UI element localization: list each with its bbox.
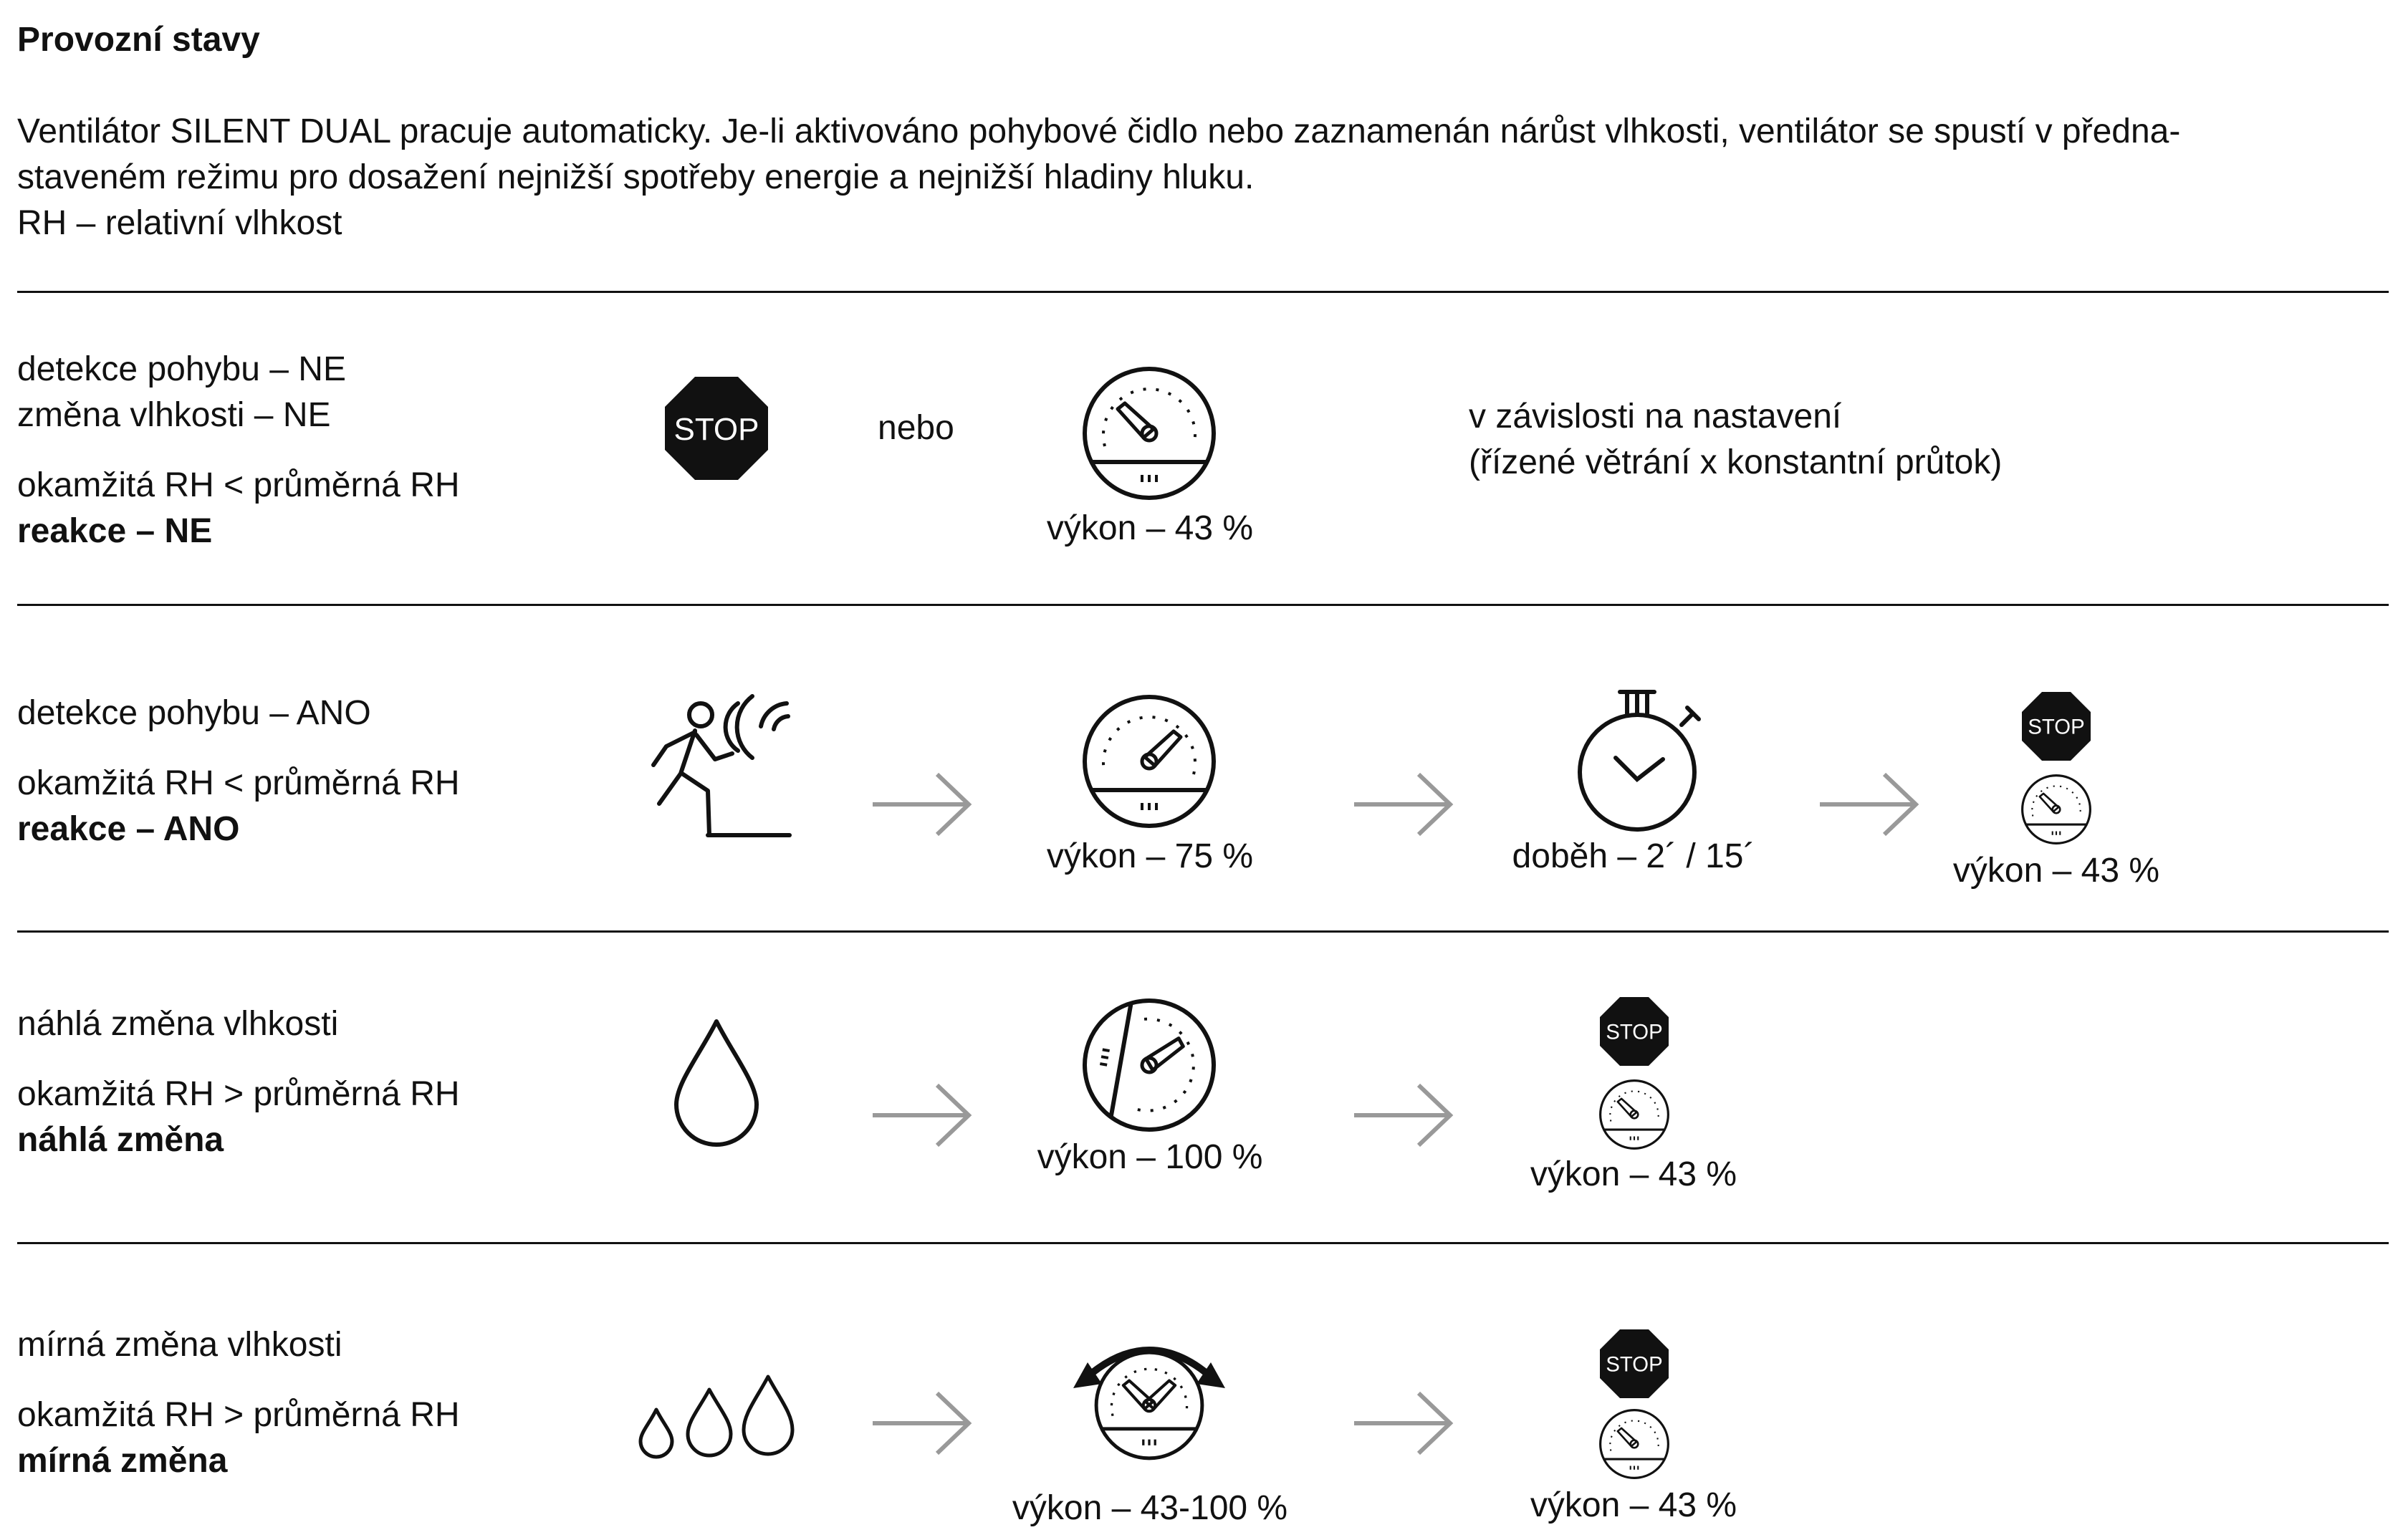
speed-gauge-icon (1081, 365, 1217, 501)
row-condition-1: detekce pohybu – ANO (17, 694, 371, 732)
stopwatch-icon (1578, 690, 1701, 832)
intro-text: Ventilátor SILENT DUAL pracuje automatic… (17, 109, 2382, 246)
arrow-right-icon (873, 772, 973, 837)
arrow-right-icon (873, 1391, 973, 1455)
final-power-label: výkon – 43 % (1530, 1155, 1737, 1193)
or-label: nebo (878, 409, 954, 447)
power-label: výkon – 100 % (1037, 1138, 1263, 1176)
svg-text:STOP: STOP (673, 412, 759, 447)
divider (17, 604, 2389, 606)
three-drops-icon (638, 1375, 795, 1459)
row-reaction: mírná změna (17, 1442, 228, 1480)
motion-detection-icon (651, 694, 792, 837)
divider (17, 291, 2389, 293)
stop-sign-icon: STOP (2022, 692, 2091, 761)
svg-text:STOP: STOP (2028, 716, 2084, 739)
row-reaction: reakce – ANO (17, 810, 240, 848)
speed-gauge-icon (2021, 774, 2091, 844)
final-power-label: výkon – 43 % (1952, 852, 2160, 890)
speed-gauge-icon (1081, 997, 1217, 1133)
speed-gauge-icon (1093, 1349, 1205, 1461)
row-reaction: náhlá změna (17, 1121, 224, 1159)
speed-gauge-icon (1081, 693, 1217, 829)
speed-gauge-icon (1599, 1079, 1669, 1150)
stop-sign-icon: STOP (665, 377, 768, 480)
svg-text:STOP: STOP (1606, 1021, 1662, 1044)
arrow-right-icon (1354, 1391, 1454, 1455)
note-line-2: (řízené větrání x konstantní průtok) (1469, 443, 2003, 481)
power-label: výkon – 43-100 % (1012, 1489, 1288, 1527)
svg-text:STOP: STOP (1606, 1353, 1662, 1377)
intro-line-3: RH – relativní vlhkost (17, 204, 342, 242)
row-reaction: reakce – NE (17, 512, 213, 550)
power-label: výkon – 75 % (1046, 837, 1254, 875)
page-title: Provozní stavy (17, 21, 260, 59)
row-comparison: okamžitá RH > průměrná RH (17, 1075, 460, 1113)
row-comparison: okamžitá RH < průměrná RH (17, 466, 460, 504)
stop-sign-icon: STOP (1600, 997, 1669, 1066)
stop-sign-icon: STOP (1600, 1329, 1669, 1398)
divider (17, 1242, 2389, 1244)
note-line-1: v závislosti na nastavení (1469, 398, 1842, 435)
final-power-label: výkon – 43 % (1530, 1486, 1737, 1524)
arrow-right-icon (873, 1083, 973, 1147)
row-condition-2: změna vlhkosti – NE (17, 396, 331, 434)
water-drop-icon (674, 1019, 759, 1147)
row-condition-1: náhlá změna vlhkosti (17, 1005, 339, 1043)
divider (17, 930, 2389, 933)
row-comparison: okamžitá RH > průměrná RH (17, 1396, 460, 1434)
speed-gauge-icon (1599, 1409, 1669, 1479)
row-condition-1: detekce pohybu – NE (17, 350, 346, 388)
intro-line-1: Ventilátor SILENT DUAL pracuje automatic… (17, 112, 2181, 150)
arrow-right-icon (1820, 772, 1920, 837)
arrow-right-icon (1354, 772, 1454, 837)
arrow-right-icon (1354, 1083, 1454, 1147)
intro-line-2: staveném režimu pro dosažení nejnižší sp… (17, 158, 1255, 196)
rotating-arrow-icon[interactable] (1069, 1311, 1229, 1397)
row-condition-1: mírná změna vlhkosti (17, 1326, 342, 1364)
power-label: výkon – 43 % (1046, 509, 1254, 547)
runoff-label: doběh – 2´ / 15´ (1512, 837, 1755, 875)
row-comparison: okamžitá RH < průměrná RH (17, 764, 460, 802)
